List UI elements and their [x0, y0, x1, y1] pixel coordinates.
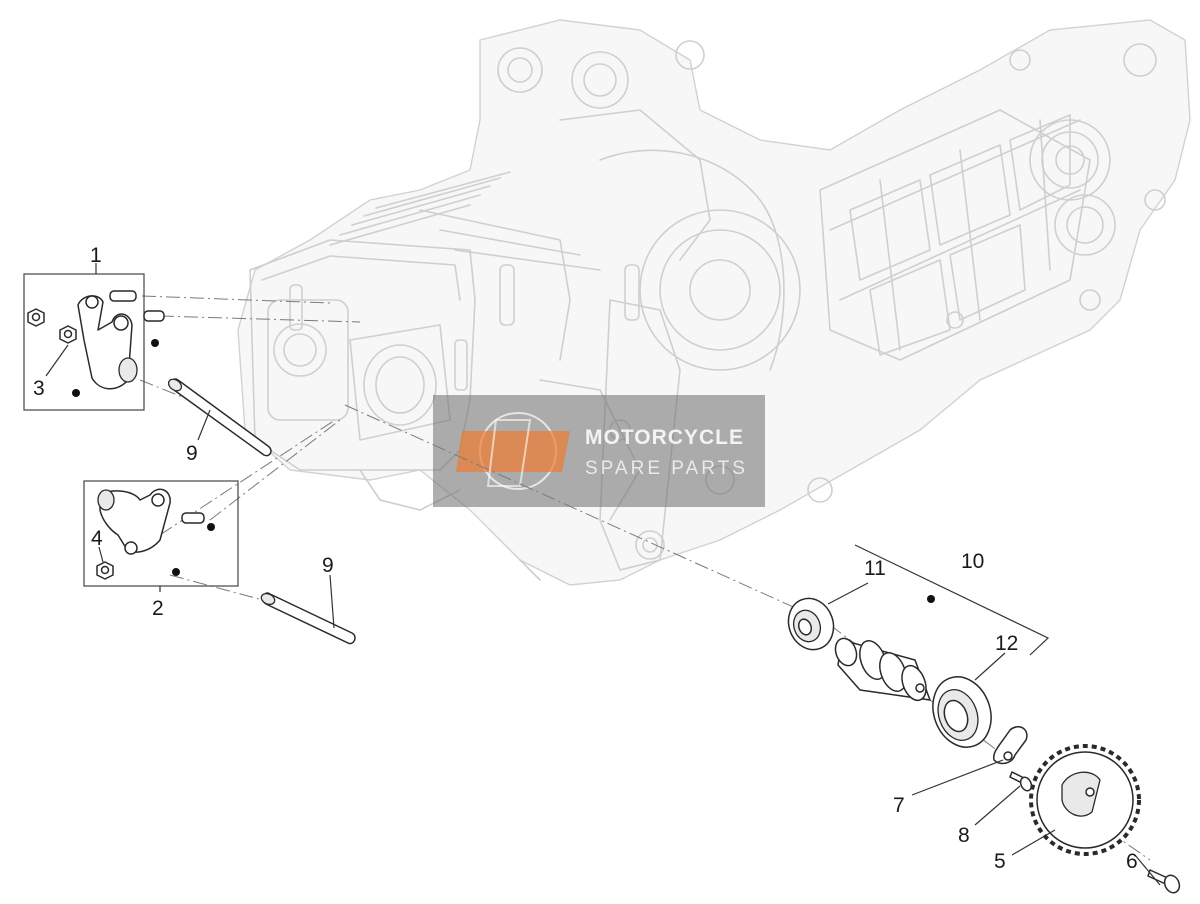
- watermark-line1: MOTORCYCLE: [585, 426, 744, 449]
- callout-9-upper: 9: [186, 442, 198, 465]
- callout-4: 4: [91, 527, 103, 550]
- part-group-1-rocker-arm: [23, 273, 165, 411]
- watermark: MOTORCYCLE SPARE PARTS: [433, 395, 765, 507]
- callout-leaders: [45, 263, 1161, 886]
- group-10-bracket: [854, 544, 1050, 656]
- bearing-12: [932, 676, 992, 748]
- callout-11: 11: [864, 557, 886, 580]
- bolt-6: [1147, 869, 1181, 894]
- callout-labels: 1 3 9 4 2 9 10 11 12 7 8 5 6: [33, 244, 1138, 873]
- callout-12: 12: [995, 632, 1018, 655]
- callout-2: 2: [152, 597, 164, 620]
- rocker-pin-upper: [167, 378, 272, 457]
- watermark-line2: SPARE PARTS: [585, 458, 748, 479]
- rocker-pin-lower: [260, 592, 356, 645]
- callout-3: 3: [33, 377, 45, 400]
- part-group-2-rocker-arm: [83, 480, 239, 587]
- callout-10: 10: [961, 550, 984, 573]
- camshaft: [834, 595, 935, 702]
- camshaft-plate-7: [992, 726, 1028, 765]
- timing-sprocket-5: [1029, 744, 1141, 856]
- callout-9-lower: 9: [322, 554, 334, 577]
- camshaft-assembly: [787, 544, 1050, 748]
- callout-6: 6: [1126, 850, 1138, 873]
- screw-8: [1009, 771, 1033, 792]
- watermark-logo-icon: [456, 412, 570, 490]
- callout-5: 5: [994, 850, 1006, 873]
- callout-7: 7: [893, 794, 905, 817]
- group-1-box: [23, 273, 145, 411]
- bearing-11: [787, 597, 835, 651]
- callout-8: 8: [958, 824, 970, 847]
- group-2-box: [83, 480, 239, 587]
- callout-1: 1: [90, 244, 102, 267]
